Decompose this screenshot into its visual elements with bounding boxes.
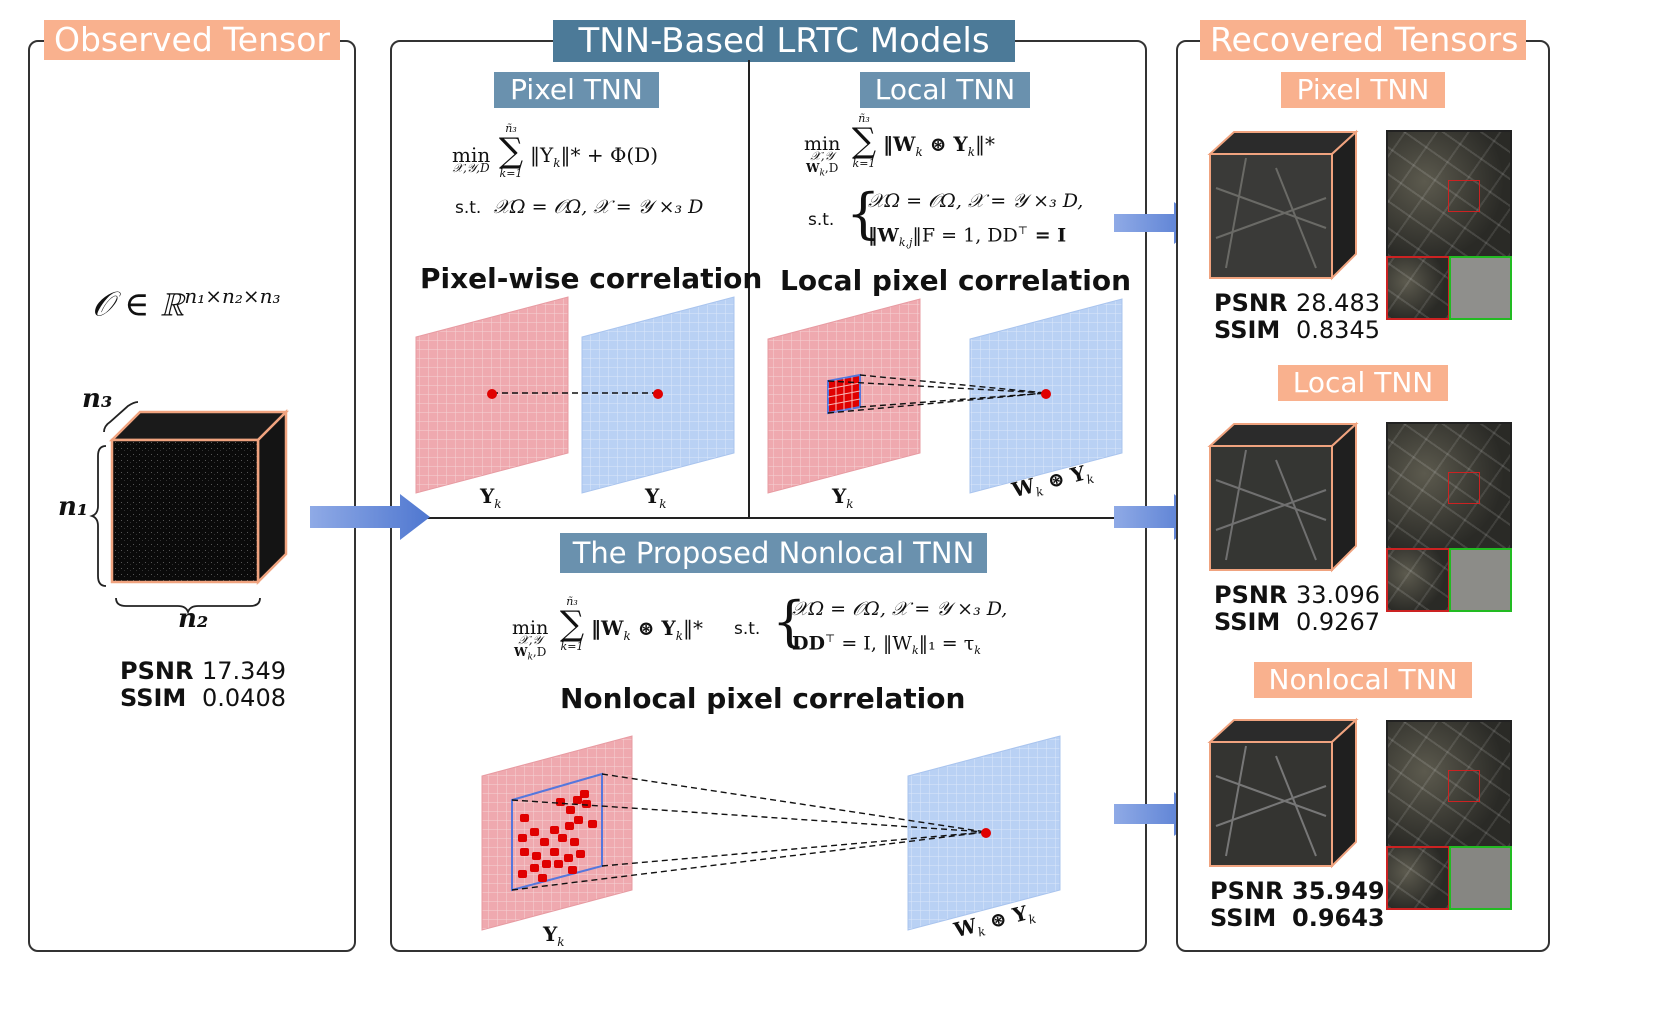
- dim-n2: n₂: [178, 604, 209, 634]
- nonlocal-sum: ñ₃ ∑ k=1: [559, 595, 585, 653]
- pixel-sum: ñ₃ ∑ k=1: [498, 122, 524, 180]
- result-local-tag: Local TNN: [1278, 365, 1448, 401]
- local-patch: [827, 373, 861, 415]
- local-sum: ñ₃ ∑ k=1: [851, 112, 877, 170]
- pixel-label-left: Yk: [480, 484, 502, 511]
- local-objective: ‖Wk ⊛ Yk‖*: [883, 132, 995, 159]
- local-label-left: Yk: [832, 484, 854, 511]
- result-nonlocal-image: [1386, 720, 1512, 848]
- nonlocal-constraint-1: 𝒳Ω = 𝒪Ω, 𝒳 = 𝒴 ×₃ D,: [792, 598, 1008, 620]
- nonlocal-corr-title: Nonlocal pixel correlation: [560, 682, 966, 715]
- local-brace: {: [846, 182, 881, 245]
- local-constraint-1: 𝒳Ω = 𝒪Ω, 𝒳 = 𝒴 ×₃ D,: [868, 190, 1084, 212]
- nonlocal-min: min 𝒳,𝒴 Wk,D: [512, 617, 549, 663]
- pixel-objective: ‖Yk‖* + Φ(D): [530, 143, 658, 170]
- local-tnn-tag: Local TNN: [860, 72, 1030, 108]
- horizontal-divider: [392, 517, 1145, 519]
- result-local-cube: [1207, 421, 1359, 573]
- local-corr-title: Local pixel correlation: [780, 264, 1132, 297]
- result-nonlocal-zoom-green: [1449, 846, 1512, 910]
- result-pixel-tag: Pixel TNN: [1281, 72, 1445, 108]
- dim-n3: n₃: [82, 384, 113, 414]
- flow-arrows: [310, 202, 1202, 836]
- pixel-tnn-tag: Pixel TNN: [494, 72, 659, 108]
- result-pixel-cube: [1207, 129, 1359, 281]
- pixel-constraint: s.t. 𝒳Ω = 𝒪Ω, 𝒳 = 𝒴 ×₃ D: [455, 196, 704, 218]
- local-diagram: [767, 298, 1123, 494]
- dim-n1: n₁: [58, 492, 89, 522]
- observed-title: Observed Tensor: [44, 20, 340, 60]
- local-dot: [1041, 389, 1051, 399]
- local-min: min 𝒳,𝒴 Wk,D: [804, 133, 841, 179]
- pixel-label-right: Yk: [645, 484, 667, 511]
- result-pixel-zoom-green: [1449, 256, 1512, 320]
- result-nonlocal-zoom-red: [1386, 846, 1450, 910]
- pixel-dot-right: [653, 389, 663, 399]
- pixel-min: min 𝒳,𝒴,D: [452, 143, 491, 175]
- result-nonlocal-cube: [1207, 717, 1359, 869]
- observed-formula: 𝒪 ∈ ℝn₁×n₂×n₃: [92, 284, 281, 325]
- nonlocal-tnn-tag: The Proposed Nonlocal TNN: [560, 533, 987, 573]
- result-local-image: [1386, 422, 1512, 550]
- observed-cube: [89, 401, 290, 615]
- result-local-zoom-green: [1449, 548, 1512, 612]
- arrow-observed-to-models: [310, 494, 430, 540]
- recovered-title: Recovered Tensors: [1200, 20, 1526, 60]
- pixel-corr-title: Pixel-wise correlation: [420, 262, 763, 295]
- nonlocal-objective: ‖Wk ⊛ Yk‖*: [591, 616, 703, 643]
- local-constraint-2: ‖Wk,j‖F = 1, DD⊤ = I: [868, 224, 1067, 250]
- result-pixel-image: [1386, 130, 1512, 258]
- nonlocal-brace: {: [772, 590, 807, 653]
- result-nonlocal-tag: Nonlocal TNN: [1254, 662, 1472, 698]
- nonlocal-diagram: [481, 735, 1061, 931]
- result-local-zoom-red: [1386, 548, 1450, 612]
- nonlocal-label-left: Yk: [543, 922, 565, 949]
- nonlocal-constraint-2: DD⊤ = I, ‖Wk‖₁ = τk: [792, 632, 981, 658]
- nonlocal-st: s.t.: [734, 619, 761, 639]
- models-title: TNN-Based LRTC Models: [553, 20, 1015, 62]
- pixel-diagram: [415, 296, 735, 494]
- pixel-dot-left: [487, 389, 497, 399]
- vertical-divider: [748, 60, 750, 518]
- nonlocal-dot: [981, 828, 991, 838]
- local-st: s.t.: [808, 210, 835, 230]
- result-pixel-zoom-red: [1386, 256, 1450, 320]
